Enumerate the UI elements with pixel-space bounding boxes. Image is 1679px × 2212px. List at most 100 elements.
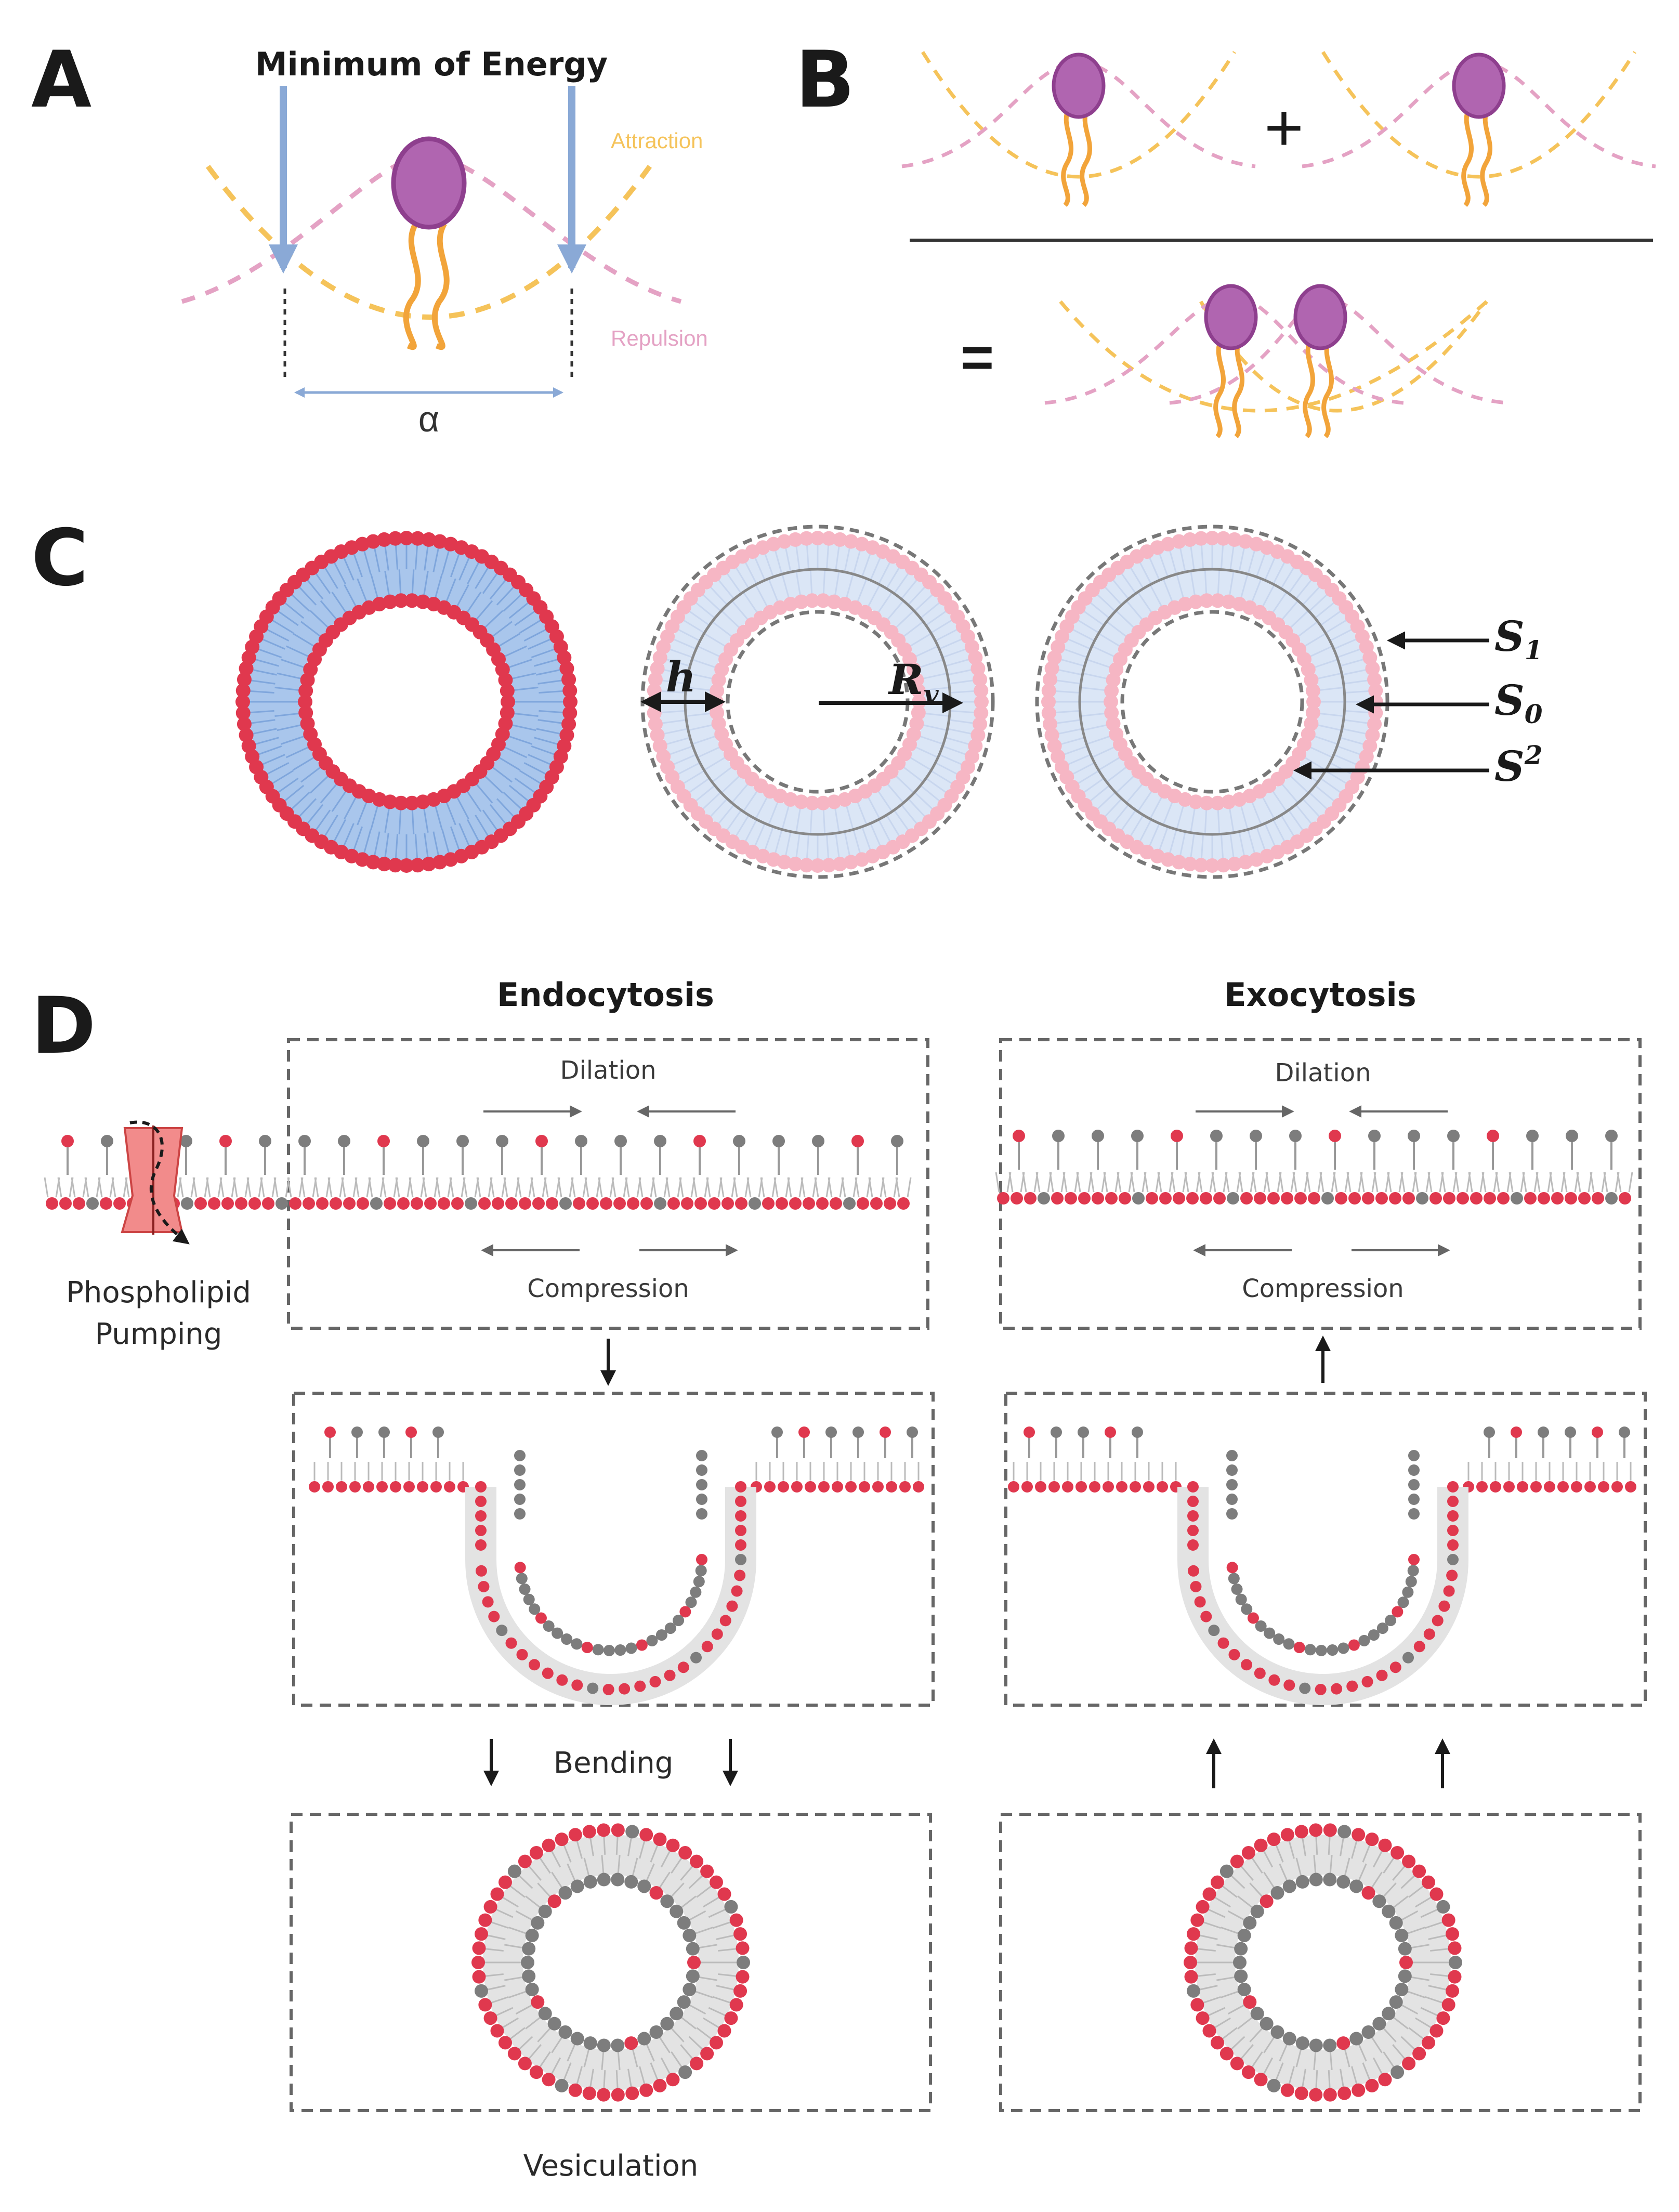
lipid-tail bbox=[537, 719, 564, 725]
bending-label: Bending bbox=[554, 1746, 674, 1780]
lipid-head bbox=[415, 794, 430, 809]
lipid-head bbox=[1447, 1510, 1459, 1522]
lipid-head bbox=[1293, 1642, 1305, 1654]
lipid-tail bbox=[801, 1177, 806, 1198]
lipid-tail bbox=[251, 669, 277, 676]
lipid-tail bbox=[331, 592, 348, 614]
endo-bud-membrane bbox=[309, 1426, 924, 1705]
lipid-tail bbox=[1197, 1973, 1216, 1977]
lipid-tail bbox=[1148, 556, 1160, 581]
lipid-tail bbox=[696, 2027, 712, 2040]
lipid-tail bbox=[497, 756, 521, 771]
lipid-head bbox=[298, 683, 313, 698]
panel-b: B + = bbox=[795, 35, 1656, 439]
lipid-head bbox=[262, 1197, 274, 1210]
lipid-head bbox=[1323, 2088, 1337, 2102]
lipid-head bbox=[690, 1652, 702, 1664]
lipid-tail bbox=[668, 648, 693, 659]
lipid-head bbox=[1309, 2088, 1323, 2102]
lipid-head bbox=[710, 2036, 724, 2050]
lipid-tail bbox=[1325, 770, 1348, 785]
lipid-head bbox=[478, 1197, 491, 1210]
lipid-head bbox=[474, 1927, 488, 1941]
lipid-tail bbox=[1340, 2069, 1344, 2088]
lipid-head bbox=[1304, 1644, 1316, 1656]
lipid-head bbox=[974, 705, 989, 721]
lipid-tail bbox=[1408, 2027, 1424, 2040]
lipid-head bbox=[1443, 1585, 1455, 1597]
lipid-tail bbox=[436, 1177, 441, 1198]
lipid-tail bbox=[1342, 728, 1368, 735]
lipid-head bbox=[100, 1197, 112, 1210]
lipid-tail bbox=[1162, 578, 1174, 604]
lipid-tail bbox=[1393, 2017, 1409, 2030]
panel-d: D Endocytosis Exocytosis Dilation Compre… bbox=[31, 976, 1647, 2183]
lipid-head bbox=[777, 534, 792, 549]
lipid-head bbox=[1511, 1426, 1522, 1438]
panel-label-b: B bbox=[795, 35, 855, 125]
lipid-tail bbox=[611, 1177, 616, 1198]
lipid-tail bbox=[1320, 777, 1343, 794]
lipid-tail bbox=[1203, 1921, 1221, 1929]
lipid-tail bbox=[720, 774, 741, 794]
lipid-tail bbox=[923, 712, 950, 717]
lipid-head bbox=[239, 661, 254, 676]
lipid-tail bbox=[523, 628, 548, 642]
lipid-tail bbox=[680, 2044, 693, 2060]
lipid-tail bbox=[1400, 1172, 1406, 1193]
lipid-tail bbox=[1103, 1172, 1108, 1193]
lipid-tail bbox=[300, 1177, 306, 1198]
lipid-head bbox=[475, 1539, 487, 1551]
lipid-head bbox=[1544, 1481, 1555, 1493]
lipid-tail bbox=[1420, 1908, 1438, 1918]
lipid-head bbox=[1038, 1192, 1050, 1205]
lipid-tail bbox=[1211, 1172, 1216, 1193]
lipid-head bbox=[478, 1998, 492, 2012]
lipid-head bbox=[772, 1135, 785, 1147]
lipid-head bbox=[830, 1197, 842, 1210]
lipid-head bbox=[1227, 1192, 1239, 1205]
lipid-head bbox=[547, 2017, 561, 2031]
lipid-head bbox=[844, 534, 859, 549]
lipid-tail bbox=[1303, 633, 1327, 648]
lipid-head bbox=[559, 728, 574, 743]
lipid-tail bbox=[1468, 1172, 1473, 1193]
lipid-tail bbox=[886, 815, 901, 838]
lipid-tail bbox=[503, 745, 528, 758]
lipid-head bbox=[1241, 1845, 1255, 1860]
lipid-tail bbox=[1329, 628, 1354, 642]
lipid-tail bbox=[512, 686, 539, 691]
lipid-head bbox=[498, 673, 513, 688]
lipid-tail bbox=[519, 619, 543, 634]
lipid-tail bbox=[639, 1840, 646, 1859]
lipid-tail bbox=[449, 1177, 454, 1198]
lipid-tail bbox=[995, 1172, 1000, 1193]
lipid-tail bbox=[1251, 1857, 1263, 1874]
lipid-head bbox=[816, 593, 831, 608]
lipid-head bbox=[276, 1197, 288, 1210]
lipid-tail bbox=[528, 754, 553, 766]
lipid-tail bbox=[1086, 735, 1112, 745]
lipid-head bbox=[1361, 2025, 1375, 2039]
lipid-tail bbox=[701, 791, 722, 811]
lipid-tail bbox=[1255, 826, 1266, 852]
lipid-tail bbox=[1179, 546, 1186, 572]
lipid-tail bbox=[445, 800, 456, 826]
lipid-tail bbox=[1415, 1896, 1432, 1908]
lipid-tail bbox=[852, 548, 861, 574]
lipid-head bbox=[1598, 1481, 1609, 1493]
lipid-tail bbox=[1325, 619, 1348, 634]
lipid-head bbox=[1408, 1450, 1420, 1461]
lipid-tail bbox=[395, 543, 399, 570]
lipid-tail bbox=[695, 1991, 713, 1998]
lipid-tail bbox=[1189, 544, 1195, 571]
lipid-head bbox=[1092, 1192, 1104, 1205]
lipid-tail bbox=[1316, 672, 1342, 680]
lipid-tail bbox=[1189, 833, 1195, 859]
lipid-head bbox=[1243, 1916, 1257, 1930]
lipid-head bbox=[762, 1197, 775, 1210]
lipid-tail bbox=[290, 791, 310, 811]
lipid-tail bbox=[1288, 809, 1305, 832]
lipid-tail bbox=[273, 1177, 279, 1198]
lipid-head bbox=[478, 1580, 490, 1592]
